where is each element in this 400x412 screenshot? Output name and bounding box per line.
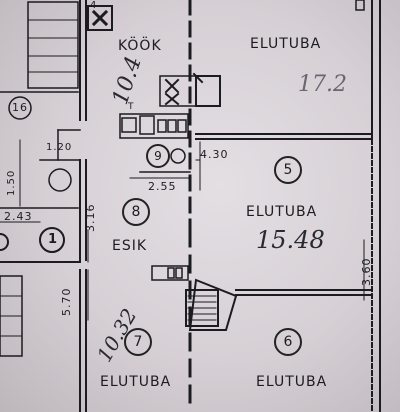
room-number-5: 5 [274,156,302,184]
dimension-1-50: 1.50 [6,169,17,196]
t-mark-label: T [128,102,135,112]
dimension-5-70: 5.70 [60,287,73,317]
room-number-9: 9 [146,144,170,168]
room-label-elutuba-bottom-right: ELUTUBA [256,374,328,390]
room-label-elutuba-mid: ELUTUBA [246,204,318,220]
room-label-elutuba-bottom-left: ELUTUBA [100,374,172,390]
room-label-elutuba-top: ELUTUBA [250,36,322,52]
dimension-2-55: 2.55 [148,180,177,193]
room-number-1: 1 [48,232,59,247]
room-number-7: 7 [124,328,152,356]
dimension-3-60: 3.60 [360,257,373,287]
handwritten-area-top-right: 17.2 [298,72,347,97]
dimension-3-16: 3.16 [84,203,97,233]
handwritten-area-mid-right: 15.48 [256,226,325,254]
room-number-6: 6 [274,328,302,356]
room-label-kook: KÖÖK [118,38,162,54]
dimension-4-30: 4.30 [200,148,229,161]
top-number-label: 4 [90,0,98,11]
dimension-2-43: 2.43 [4,210,33,223]
room-label-esik: ESIK [112,238,148,254]
room-number-16: 16 [12,101,28,114]
room-number-8: 8 [122,198,150,226]
dimension-1-20: 1.20 [46,142,73,153]
